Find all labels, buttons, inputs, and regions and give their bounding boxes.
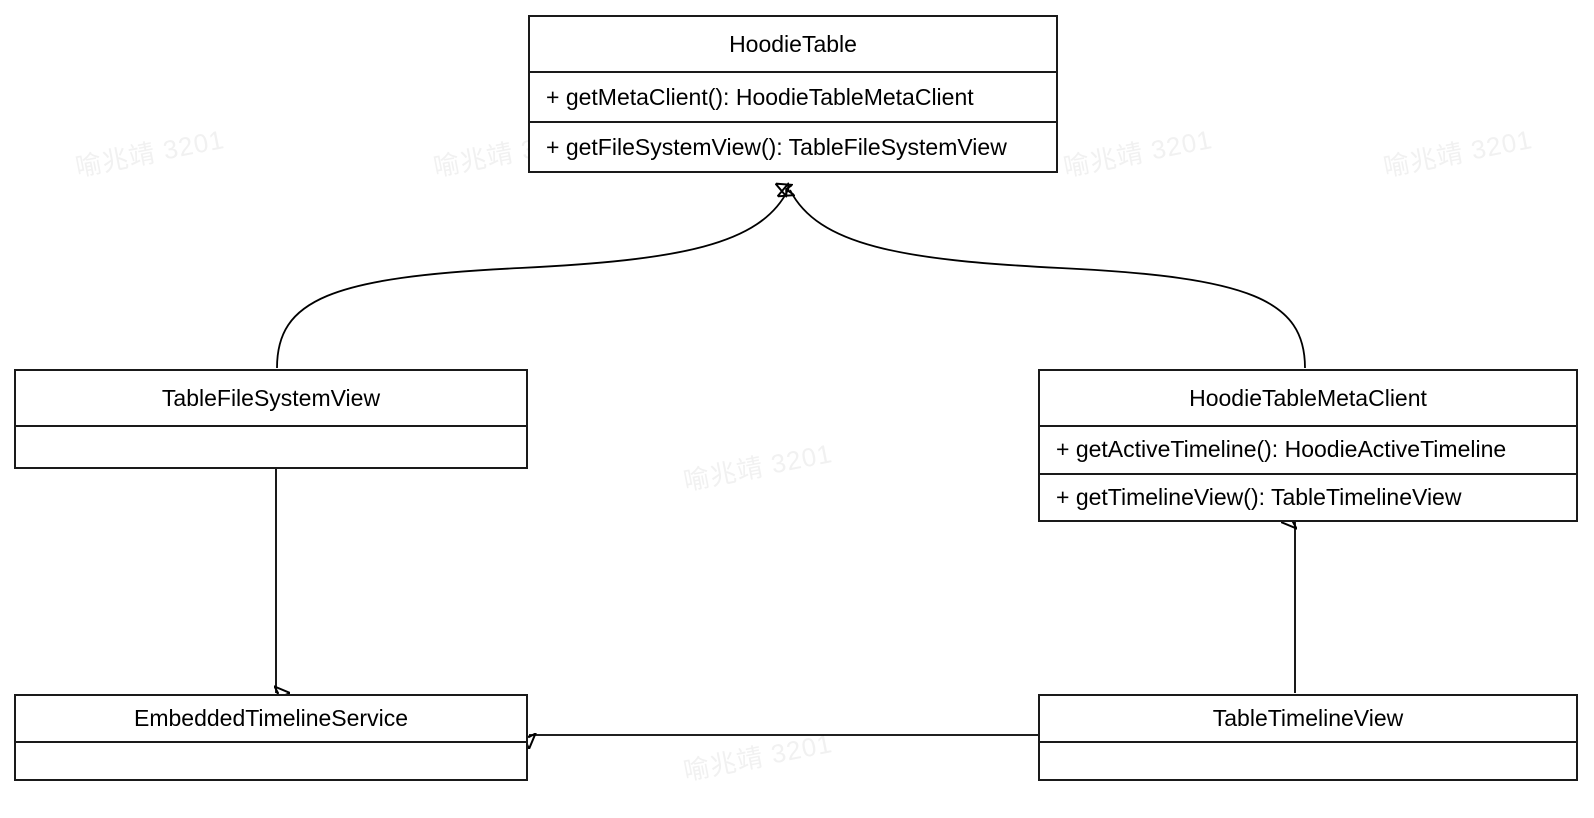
class-member: + getMetaClient(): HoodieTableMetaClient <box>546 83 974 110</box>
class-members-hoodie-table-meta-client: + getActiveTimeline(): HoodieActiveTimel… <box>1040 425 1576 520</box>
class-name-hoodie-table-meta-client: HoodieTableMetaClient <box>1189 384 1427 411</box>
class-box-embedded-timeline-service[interactable]: EmbeddedTimelineService <box>14 694 528 781</box>
class-members-table-file-system-view <box>16 425 526 467</box>
watermark-text: 喻兆靖 3201 <box>680 438 835 497</box>
watermark-text: 喻兆靖 3201 <box>1380 124 1535 183</box>
class-box-hoodie-table-meta-client[interactable]: HoodieTableMetaClient + getActiveTimelin… <box>1038 369 1578 522</box>
class-name-hoodie-table: HoodieTable <box>729 30 857 57</box>
class-box-table-file-system-view[interactable]: TableFileSystemView <box>14 369 528 469</box>
edge-table-file-system-view-to-hoodie-table <box>276 190 788 369</box>
edge-hoodie-table-meta-client-to-hoodie-table <box>790 190 1306 369</box>
class-name-table-file-system-view: TableFileSystemView <box>161 384 381 411</box>
watermark-text: 喻兆靖 3201 <box>680 728 835 787</box>
watermark-text: 喻兆靖 3201 <box>1060 124 1215 183</box>
class-name-embedded-timeline-service: EmbeddedTimelineService <box>133 705 408 731</box>
class-members-hoodie-table: + getMetaClient(): HoodieTableMetaClient… <box>530 71 1056 171</box>
class-box-hoodie-table[interactable]: HoodieTable + getMetaClient(): HoodieTab… <box>528 15 1058 173</box>
class-member: + getFileSystemView(): TableFileSystemVi… <box>530 121 1056 171</box>
watermark-text: 喻兆靖 3201 <box>72 124 227 183</box>
class-member: + getTimelineView(): TableTimelineView <box>1040 472 1576 521</box>
class-name-table-timeline-view: TableTimelineView <box>1212 705 1404 731</box>
class-members-table-timeline-view <box>1040 741 1576 779</box>
class-member: + getActiveTimeline(): HoodieActiveTimel… <box>1056 436 1507 463</box>
class-members-embedded-timeline-service <box>16 741 526 779</box>
class-box-table-timeline-view[interactable]: TableTimelineView <box>1038 694 1578 781</box>
